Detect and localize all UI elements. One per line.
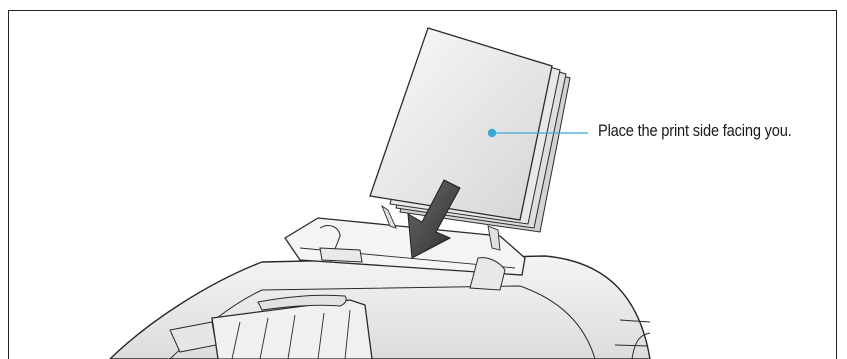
callout-label: Place the print side facing you.	[598, 121, 792, 140]
front-cover	[169, 294, 373, 359]
paper-stack	[369, 27, 571, 233]
paper-input-tray	[284, 217, 526, 291]
paper-support	[381, 204, 501, 251]
loading-arrow-icon	[407, 179, 461, 259]
callout-leader	[487, 128, 588, 138]
